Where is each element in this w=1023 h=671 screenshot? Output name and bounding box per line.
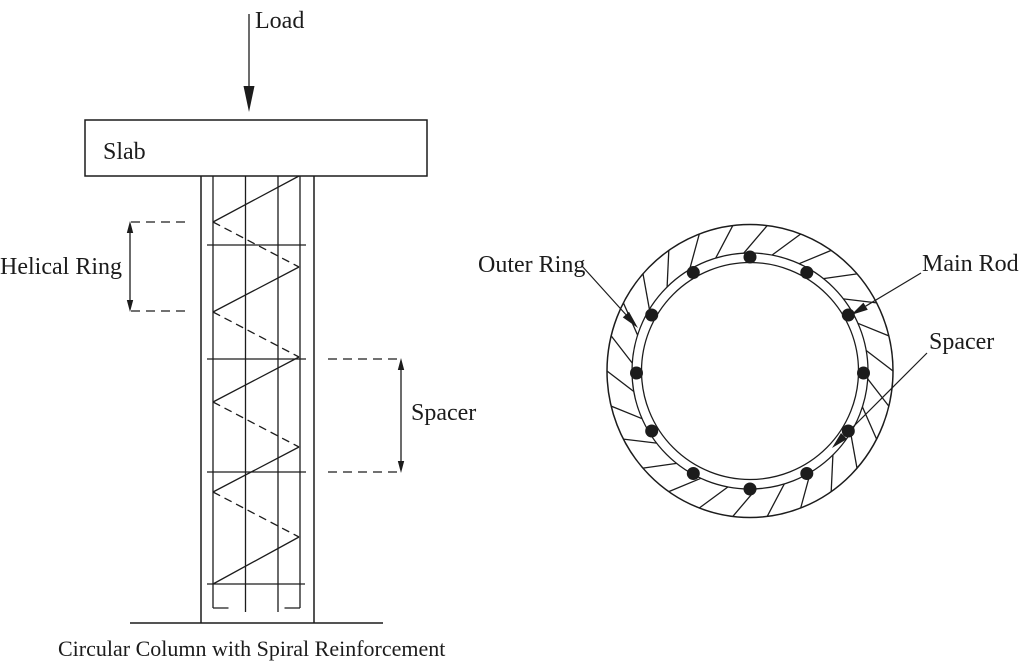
- hatch-line: [830, 454, 834, 492]
- spiral-ring-outer-circle: [631, 252, 869, 490]
- load-arrow: [243, 14, 255, 112]
- load-label: Load: [255, 8, 304, 34]
- outer-ring-label: Outer Ring: [478, 252, 585, 278]
- helical-ring-extension-lines: [131, 221, 190, 312]
- outer-ring-leader: [581, 265, 638, 328]
- hatch-line: [610, 405, 643, 420]
- figure-caption: Circular Column with Spiral Reinforcemen…: [58, 636, 445, 661]
- hatch-line: [642, 462, 677, 469]
- main-rod-dot: [645, 424, 659, 438]
- main-rod-dot: [686, 266, 700, 279]
- main-rod-dot: [841, 308, 855, 322]
- hatch-line: [865, 349, 894, 372]
- hatch-line: [642, 273, 651, 310]
- main-rod-dot: [743, 482, 757, 496]
- hatch-line: [861, 406, 878, 440]
- hatch-line: [743, 225, 768, 254]
- main-rod-dot: [686, 467, 700, 480]
- hatch-line: [798, 249, 832, 265]
- cross-section-view: Outer Ring Main Rod Spacer: [478, 223, 1019, 519]
- hatch-line: [857, 322, 890, 337]
- arrow-up-icon: [126, 221, 134, 233]
- vertical-rebar: [212, 176, 301, 612]
- elevation-spacer-label: Spacer: [411, 400, 476, 426]
- column-edges: [200, 176, 315, 623]
- hatch-line: [606, 370, 635, 393]
- hatch-line: [771, 233, 802, 256]
- helical-ring-label: Helical Ring: [0, 254, 122, 280]
- main-rod-dot: [800, 467, 814, 480]
- hatch-line: [867, 378, 890, 407]
- column-outer-circle: [606, 223, 894, 519]
- spacer-extension-lines: [328, 358, 402, 473]
- outer-ring-leader-line: [581, 265, 627, 316]
- main-rod-label: Main Rod: [922, 251, 1019, 277]
- arrow-up-icon: [397, 358, 405, 370]
- hatch-line: [715, 225, 734, 259]
- spacer-rings: [207, 244, 306, 585]
- main-rod-leader-line: [865, 272, 922, 307]
- main-rod-dot: [645, 308, 659, 322]
- arrow-down-icon: [126, 300, 134, 312]
- arrow-down-icon: [243, 86, 255, 112]
- hatch-line: [610, 335, 633, 364]
- hatch-line: [823, 273, 858, 280]
- slab-label: Slab: [103, 139, 146, 165]
- arrowhead-icon: [622, 311, 638, 328]
- hatch-line: [766, 483, 785, 517]
- section-spacer-label: Spacer: [929, 329, 994, 355]
- slab-outline: [84, 119, 428, 177]
- hatch-line: [688, 233, 700, 270]
- spacer-dimension: [328, 358, 405, 473]
- spiral-front-strands: [212, 175, 300, 585]
- hatch-line: [623, 438, 657, 444]
- main-rod-leader: [851, 272, 922, 315]
- hatch-line: [666, 250, 670, 288]
- section-spacer-leader: [832, 352, 928, 448]
- main-rod-dot: [743, 250, 757, 264]
- hatch-line: [668, 477, 702, 493]
- main-rod-dot: [630, 366, 643, 380]
- main-rod-dot: [800, 266, 814, 279]
- section-hatch: [606, 225, 894, 517]
- section-spacer-leader-line: [843, 352, 928, 437]
- elevation-view: Load Slab Helical Ring: [0, 8, 476, 624]
- arrow-down-icon: [397, 461, 405, 473]
- helical-ring-dimension: [126, 221, 190, 312]
- hatch-line: [849, 432, 858, 469]
- spiral-ring-inner-circle: [640, 261, 860, 481]
- main-rod-dot: [857, 366, 870, 380]
- hatch-line: [698, 486, 729, 509]
- arrowhead-icon: [851, 302, 868, 315]
- arrowhead-icon: [832, 433, 847, 448]
